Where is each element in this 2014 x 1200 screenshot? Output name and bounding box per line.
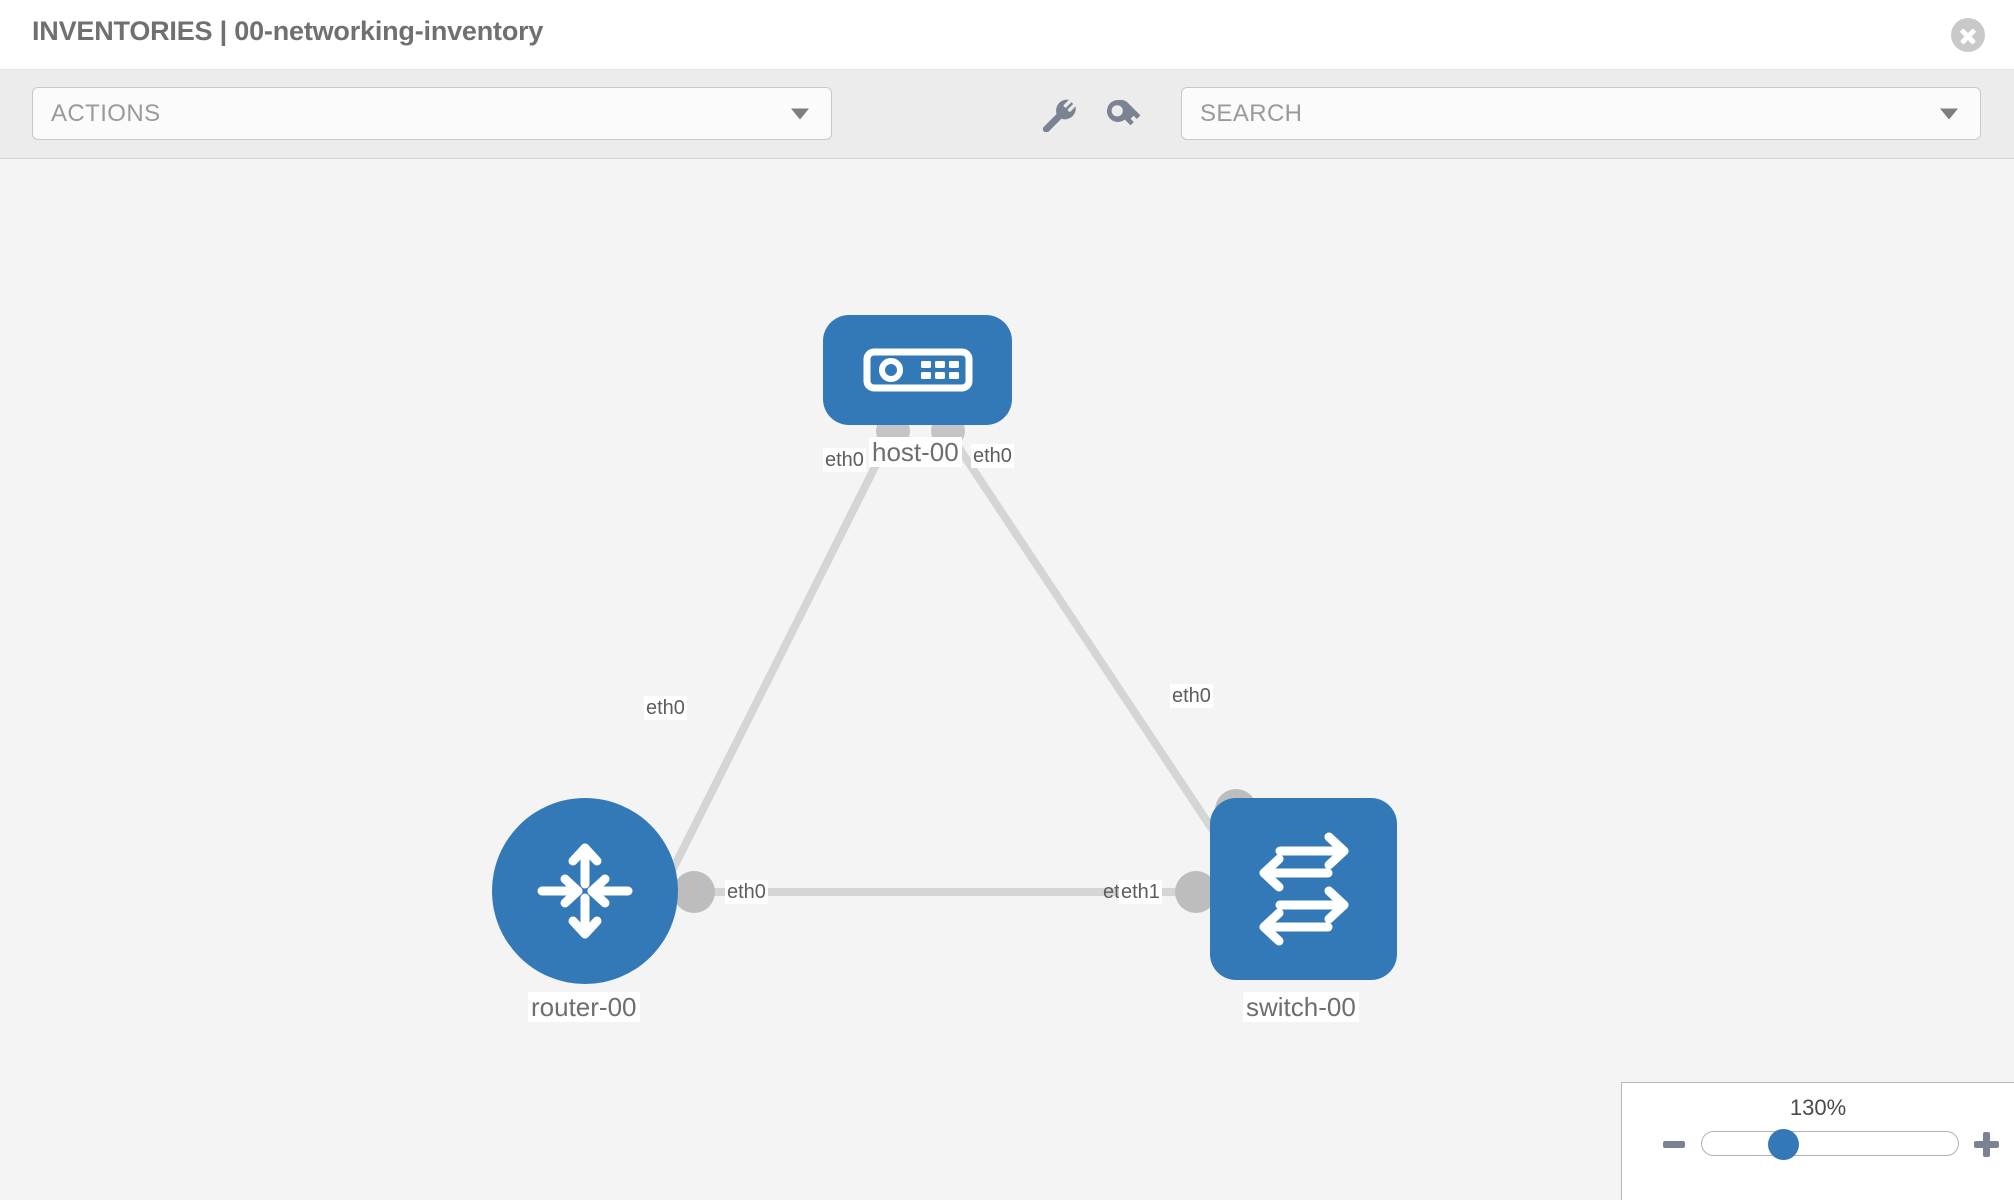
topology-node-router-00[interactable]	[492, 798, 678, 984]
topology-canvas[interactable]: host-00 router	[0, 159, 2014, 1200]
router-icon	[537, 843, 633, 939]
actions-dropdown-label: ACTIONS	[51, 99, 161, 127]
chevron-down-icon	[791, 108, 809, 119]
switch-icon	[1259, 832, 1348, 946]
toolbar: ACTIONS SEARCH	[0, 70, 2014, 159]
wrench-icon[interactable]	[1038, 98, 1082, 133]
topology-node-label-router-00: router-00	[528, 992, 640, 1022]
port-stub-switch-left	[1175, 871, 1217, 913]
port-label-router-right: eth0	[725, 880, 768, 904]
topology-node-label-host-00: host-00	[869, 437, 962, 467]
zoom-control-panel: 130%	[1621, 1082, 2014, 1200]
zoom-slider-thumb[interactable]	[1768, 1129, 1799, 1160]
host-node-shape	[823, 315, 1012, 425]
port-stub-router-right	[673, 871, 715, 913]
link-host-switch	[941, 424, 1236, 862]
chevron-down-icon	[1940, 108, 1958, 119]
server-icon	[863, 348, 972, 392]
key-icon[interactable]	[1104, 98, 1148, 132]
actions-dropdown[interactable]: ACTIONS	[32, 87, 832, 140]
port-label-host-left: eth0	[823, 448, 866, 472]
plus-icon-vertical	[1983, 1132, 1990, 1157]
zoom-in-button[interactable]	[1974, 1132, 1999, 1157]
link-host-router	[668, 425, 899, 873]
port-label-router-up: eth0	[644, 696, 687, 720]
port-label-host-right: eth0	[971, 444, 1014, 468]
port-label-switch-up: eth0	[1170, 684, 1213, 708]
search-placeholder: SEARCH	[1200, 99, 1303, 127]
close-icon[interactable]	[1951, 18, 1985, 52]
topology-node-label-switch-00: switch-00	[1243, 992, 1359, 1022]
switch-node-shape	[1210, 798, 1397, 980]
router-node-shape	[492, 798, 678, 984]
topology-node-switch-00[interactable]	[1210, 798, 1397, 980]
zoom-level-label: 130%	[1789, 1095, 1847, 1120]
zoom-out-button[interactable]	[1663, 1141, 1685, 1148]
port-label-switch-left: eth1	[1119, 880, 1162, 904]
search-input[interactable]: SEARCH	[1181, 87, 1981, 140]
page-title: INVENTORIES | 00-networking-inventory	[32, 16, 544, 46]
zoom-slider-track[interactable]	[1701, 1131, 1959, 1156]
page-header: INVENTORIES | 00-networking-inventory	[0, 0, 2014, 70]
topology-node-host-00[interactable]	[823, 315, 1012, 425]
